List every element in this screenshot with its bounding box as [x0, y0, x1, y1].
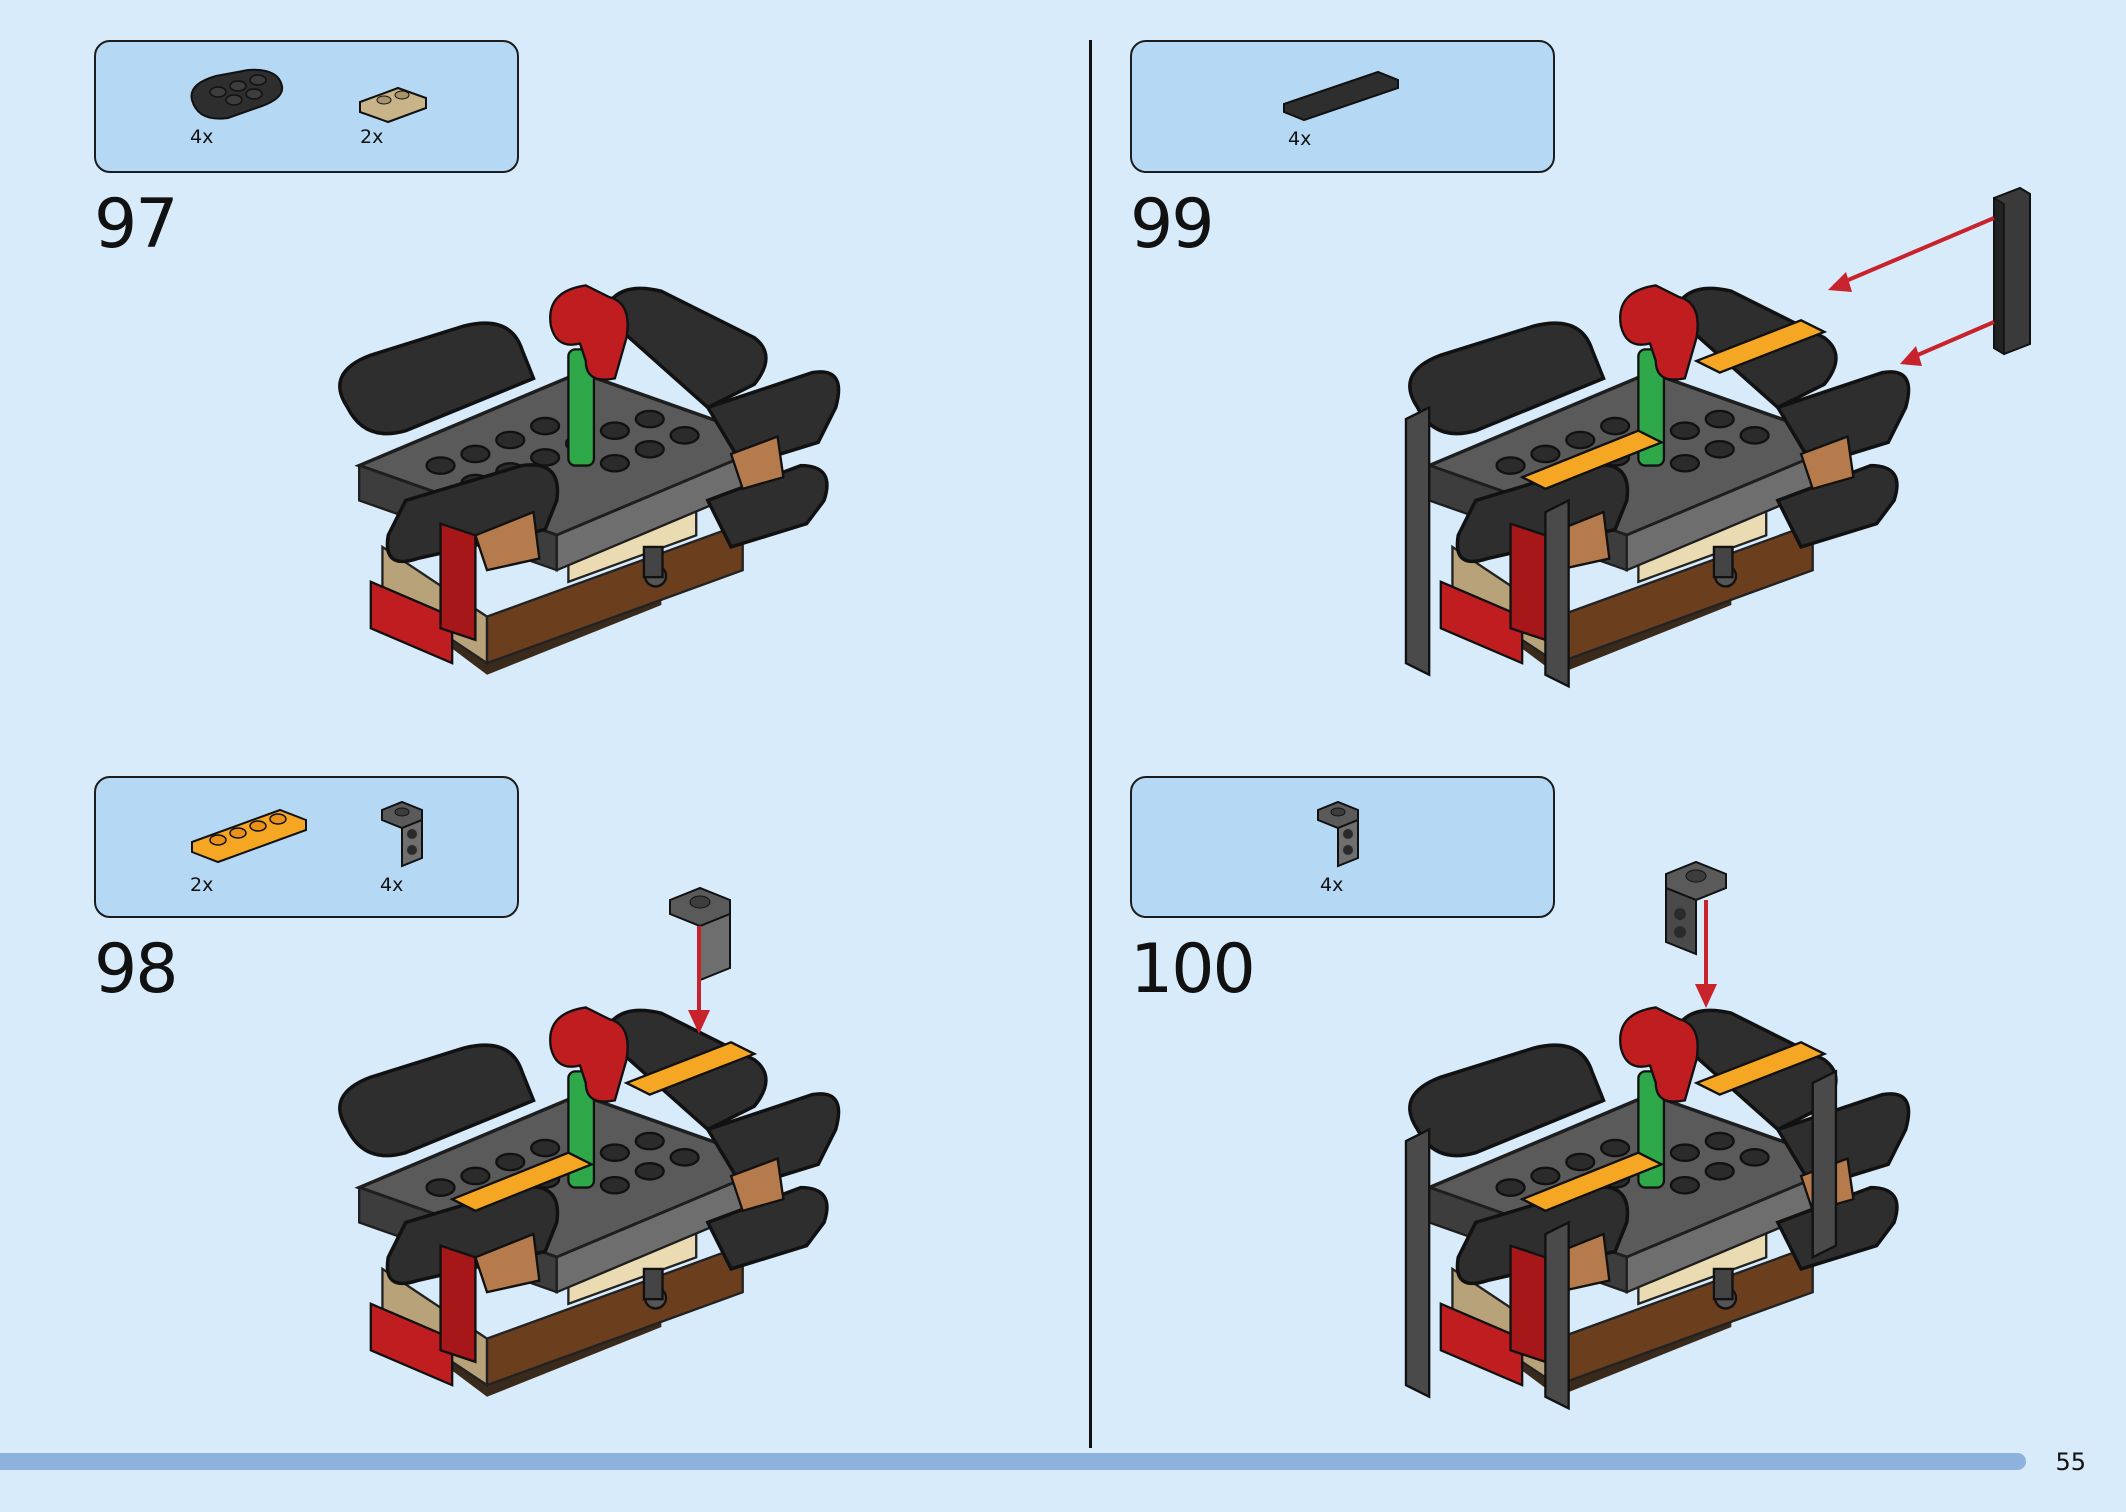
parts-callout: 4x	[1130, 776, 1555, 918]
black-tile-icon	[1283, 70, 1399, 122]
page-number: 55	[2055, 1448, 2086, 1476]
page-divider	[1089, 40, 1092, 1448]
placement-arrow	[1695, 900, 1717, 1008]
orange-plate-1x4-icon	[191, 808, 307, 864]
step-number: 98	[94, 930, 179, 1009]
build-model-step-97	[338, 283, 841, 677]
build-model-step-99	[1404, 283, 1911, 689]
gray-bracket-icon	[1317, 800, 1359, 868]
part-quantity: 4x	[1288, 128, 1312, 150]
step-number: 99	[1130, 185, 1215, 264]
step-number: 97	[94, 185, 179, 264]
build-model-step-100	[1404, 1005, 1911, 1411]
parts-callout: 4x 2x	[94, 40, 519, 173]
placement-arrow	[688, 926, 710, 1034]
build-model-step-98	[338, 1005, 841, 1399]
new-bracket-part	[669, 886, 731, 982]
parts-callout: 2x 4x	[94, 776, 519, 918]
part-quantity: 4x	[190, 126, 214, 148]
part-quantity: 4x	[1320, 874, 1344, 896]
parts-callout: 4x	[1130, 40, 1555, 173]
step-number: 100	[1130, 930, 1256, 1009]
part-quantity: 2x	[360, 126, 384, 148]
gray-bracket-icon	[381, 800, 423, 868]
progress-bar	[0, 1453, 2026, 1470]
tan-plate-icon	[359, 86, 427, 124]
placement-arrow	[1828, 216, 1995, 366]
part-quantity: 2x	[190, 874, 214, 896]
new-tile-part	[1993, 186, 2031, 356]
part-quantity: 4x	[380, 874, 404, 896]
new-bracket-part	[1665, 860, 1727, 956]
black-round-plate-icon	[190, 68, 284, 120]
